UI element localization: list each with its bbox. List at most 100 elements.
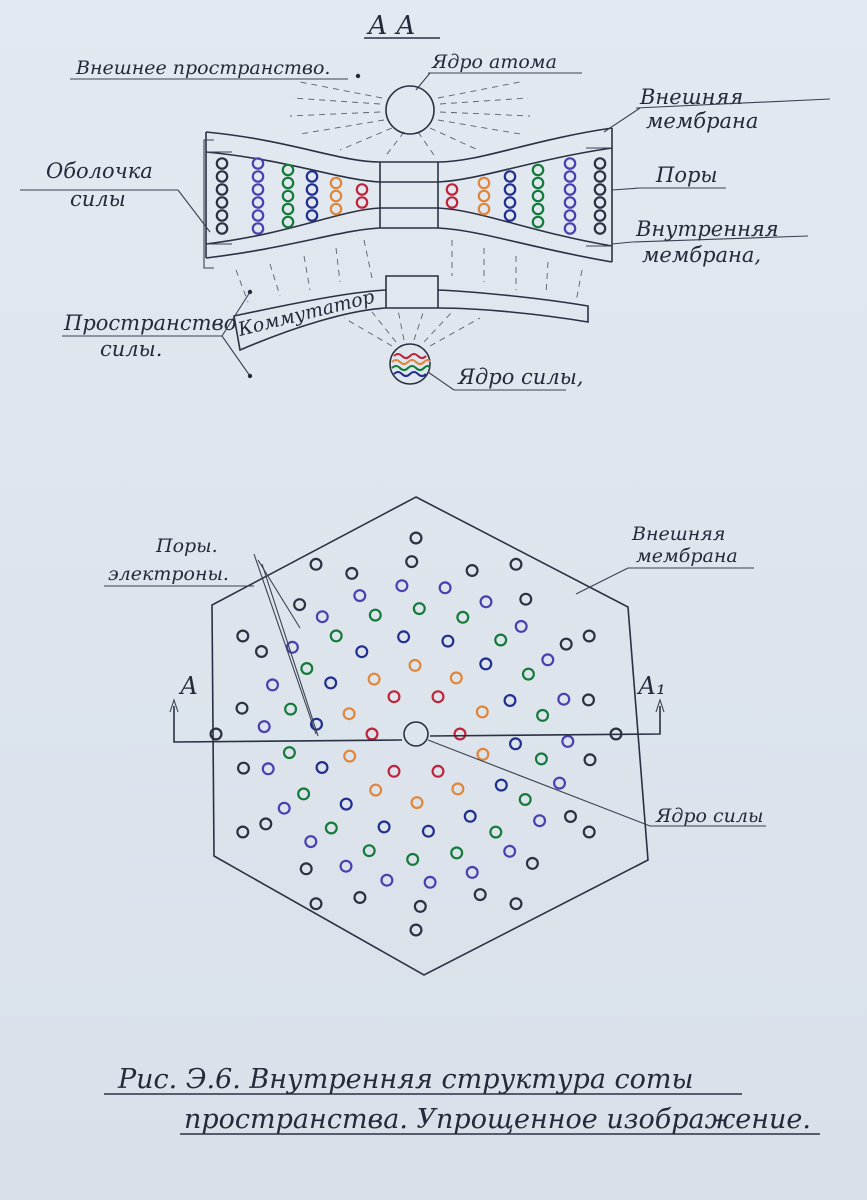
shell-pore	[251, 183, 265, 196]
shell-pore	[305, 170, 319, 183]
force-space-leader-down	[221, 335, 251, 377]
hex-pore	[561, 734, 575, 748]
hex-pore	[489, 825, 503, 839]
hex-pore	[355, 645, 369, 659]
shell-pore	[593, 196, 607, 209]
hex-pore	[365, 727, 379, 741]
shell-pore	[281, 163, 295, 177]
shell-pore	[251, 170, 265, 183]
shell-pore	[563, 222, 577, 235]
hex-pore	[397, 630, 411, 644]
hex-pores-group	[209, 531, 623, 937]
figure-caption: Рис. Э.6. Внутренняя структура соты прос…	[104, 1064, 820, 1135]
shell-pore	[477, 176, 491, 190]
shell-pore	[593, 170, 607, 183]
shell-pore	[503, 183, 517, 196]
force-shell-brace	[203, 139, 214, 269]
hex-pore	[582, 629, 596, 643]
hex-pore	[367, 672, 381, 686]
hex-pore	[282, 746, 296, 760]
shell-pore	[563, 196, 577, 209]
hex-pore	[310, 717, 324, 731]
hex-pore	[525, 856, 539, 870]
hex-pore	[408, 658, 422, 672]
shell-pore	[251, 196, 265, 209]
shell-pore	[329, 176, 343, 190]
shell-pore	[593, 157, 607, 170]
shell-pore	[305, 183, 319, 196]
hex-pore	[237, 761, 251, 775]
cut-left-label: А	[178, 672, 198, 700]
shell-pore	[251, 209, 265, 222]
shell-pore	[531, 189, 545, 203]
hex-pore	[406, 852, 420, 866]
atom-nucleus-label: Ядро атома	[431, 51, 557, 73]
outer-membrane-top-leader	[603, 107, 641, 133]
hex-pore	[494, 778, 508, 792]
hex-pore	[479, 657, 493, 671]
shell-pore	[563, 170, 577, 183]
commutator-label: Коммутатор	[235, 286, 377, 341]
hex-pore	[541, 653, 555, 667]
hex-pore	[309, 897, 323, 911]
cut-right-label: А₁	[636, 672, 666, 700]
shell-pore	[329, 189, 343, 203]
outer-membrane-top-underline	[635, 98, 831, 109]
force-shell-label-1: Оболочка	[46, 159, 153, 183]
shell-pore	[531, 163, 545, 177]
hex-pore	[413, 899, 427, 913]
shell-pore	[593, 222, 607, 235]
hex-pore	[559, 637, 573, 651]
hex-pore	[410, 796, 424, 810]
force-nucleus-top-leader	[427, 371, 455, 391]
hex-pore	[353, 589, 367, 603]
hex-pore	[409, 923, 423, 937]
hex-pore	[343, 749, 357, 763]
force-shell-body	[205, 127, 613, 263]
outer-membrane-bottom-label-1: Внешняя	[631, 523, 725, 545]
shell-pore	[531, 176, 545, 190]
pores-electrons-leader-1	[253, 553, 317, 735]
hex-pore	[509, 737, 523, 751]
shell-pore	[251, 157, 265, 170]
hex-pore	[329, 629, 343, 643]
force-nucleus-top	[389, 343, 431, 385]
hex-pore	[324, 676, 338, 690]
hex-pore	[277, 801, 291, 815]
hexagon-view: А А₁ Поры. электроны. Внешняя мембрана Я…	[104, 496, 766, 976]
hex-pore	[450, 846, 464, 860]
pores-electrons-leader-3	[261, 563, 319, 737]
hex-pore	[345, 566, 359, 580]
nucleus-rays	[289, 81, 531, 159]
shell-pore	[593, 209, 607, 222]
pores-top-leader	[611, 187, 641, 191]
inner-rays	[235, 239, 583, 303]
hex-pore	[534, 752, 548, 766]
hex-pore	[299, 862, 313, 876]
hex-pore	[315, 760, 329, 774]
hex-pore	[284, 702, 298, 716]
caption-line-1: Рис. Э.6. Внутренняя структура соты	[117, 1064, 693, 1095]
shell-pore	[503, 196, 517, 209]
shell-pore	[563, 183, 577, 196]
hex-pore	[509, 557, 523, 571]
pores-electrons-label-2: электроны.	[108, 563, 229, 585]
shell-pore	[531, 202, 545, 216]
shell-pore	[305, 196, 319, 209]
cut-line-left	[173, 706, 403, 743]
commutator: Коммутатор	[233, 275, 589, 352]
shell-pore	[215, 196, 229, 209]
force-space-dot-up	[247, 289, 253, 295]
hex-pore	[465, 563, 479, 577]
hex-pore	[387, 764, 401, 778]
hex-pore	[521, 667, 535, 681]
hex-pore	[395, 579, 409, 593]
hex-pore	[563, 809, 577, 823]
inner-membrane-leader	[611, 241, 633, 245]
cross-section-view: А А Внешнее пространство. Ядро атома	[20, 11, 831, 391]
hex-pore	[557, 692, 571, 706]
hex-pore	[304, 835, 318, 849]
shell-pore	[477, 202, 491, 216]
